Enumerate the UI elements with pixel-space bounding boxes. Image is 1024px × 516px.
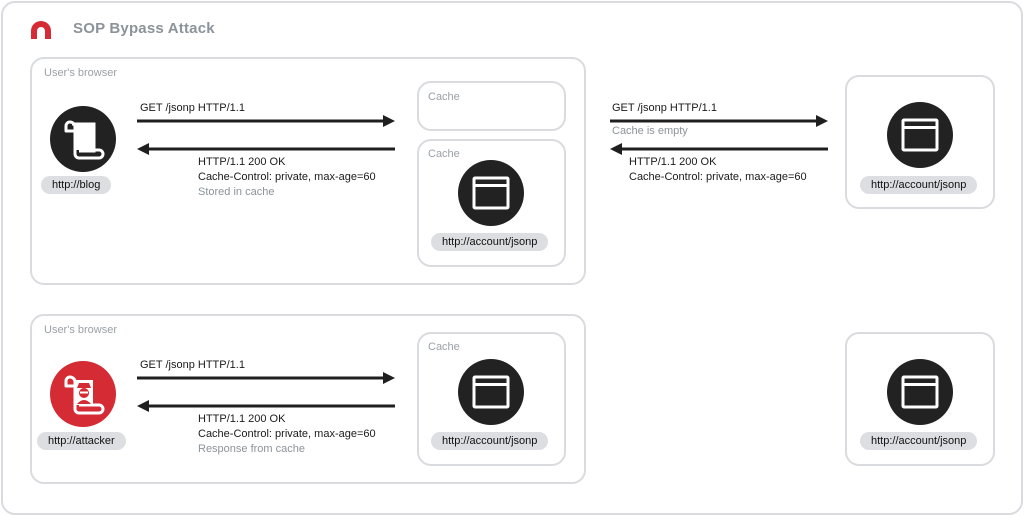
cache-resource-node: [458, 359, 524, 425]
request-line-bottom: GET /jsonp HTTP/1.1: [140, 359, 245, 371]
cache-label: Cache: [428, 148, 460, 160]
response-arrow-left: [137, 400, 395, 412]
cache-resource-label: http://account/jsonp: [431, 432, 549, 450]
response-header-bottom: Cache-Control: private, max-age=60: [198, 428, 376, 440]
server-note: Cache is empty: [612, 125, 688, 137]
server-label-top: http://account/jsonp: [860, 176, 978, 194]
cache-resource-node: [458, 160, 524, 226]
server-node-top: [887, 102, 953, 168]
request-arrow-right: [137, 372, 395, 384]
client-label-blog: http://blog: [41, 176, 112, 194]
server-node-bottom: [887, 359, 953, 425]
page-title: SOP Bypass Attack: [73, 20, 215, 37]
client-label-attacker: http://attacker: [37, 432, 126, 450]
server-response-header: Cache-Control: private, max-age=60: [629, 171, 807, 183]
cache-label: Cache: [428, 91, 460, 103]
server-request-arrow: [610, 115, 828, 127]
browser-window-icon: [901, 118, 939, 152]
request-line-top: GET /jsonp HTTP/1.1: [140, 102, 245, 114]
browser-panel-label: User's browser: [44, 324, 118, 336]
cache-resource-label: http://account/jsonp: [431, 233, 549, 251]
cache-label: Cache: [428, 341, 460, 353]
cache-panel-empty: Cache: [417, 81, 566, 131]
response-note-bottom: Response from cache: [198, 443, 305, 455]
browser-window-icon: [901, 375, 939, 409]
response-status-bottom: HTTP/1.1 200 OK: [198, 413, 286, 425]
browser-window-icon: [472, 176, 510, 210]
server-label-bottom: http://account/jsonp: [860, 432, 978, 450]
browser-panel-label: User's browser: [44, 67, 118, 79]
logo-icon: [31, 21, 51, 39]
scroll-icon: [64, 120, 105, 160]
response-status-top: HTTP/1.1 200 OK: [198, 156, 286, 168]
client-node-attacker: [50, 361, 116, 427]
server-request-line: GET /jsonp HTTP/1.1: [612, 102, 717, 114]
request-arrow-right: [137, 115, 395, 127]
server-response-arrow: [610, 143, 828, 155]
server-response-status: HTTP/1.1 200 OK: [629, 156, 717, 168]
response-note-top: Stored in cache: [198, 186, 275, 198]
response-arrow-left: [137, 143, 395, 155]
response-header-top: Cache-Control: private, max-age=60: [198, 171, 376, 183]
hacker-scroll-icon: [64, 375, 105, 415]
client-node-blog: [50, 106, 116, 172]
browser-window-icon: [472, 375, 510, 409]
